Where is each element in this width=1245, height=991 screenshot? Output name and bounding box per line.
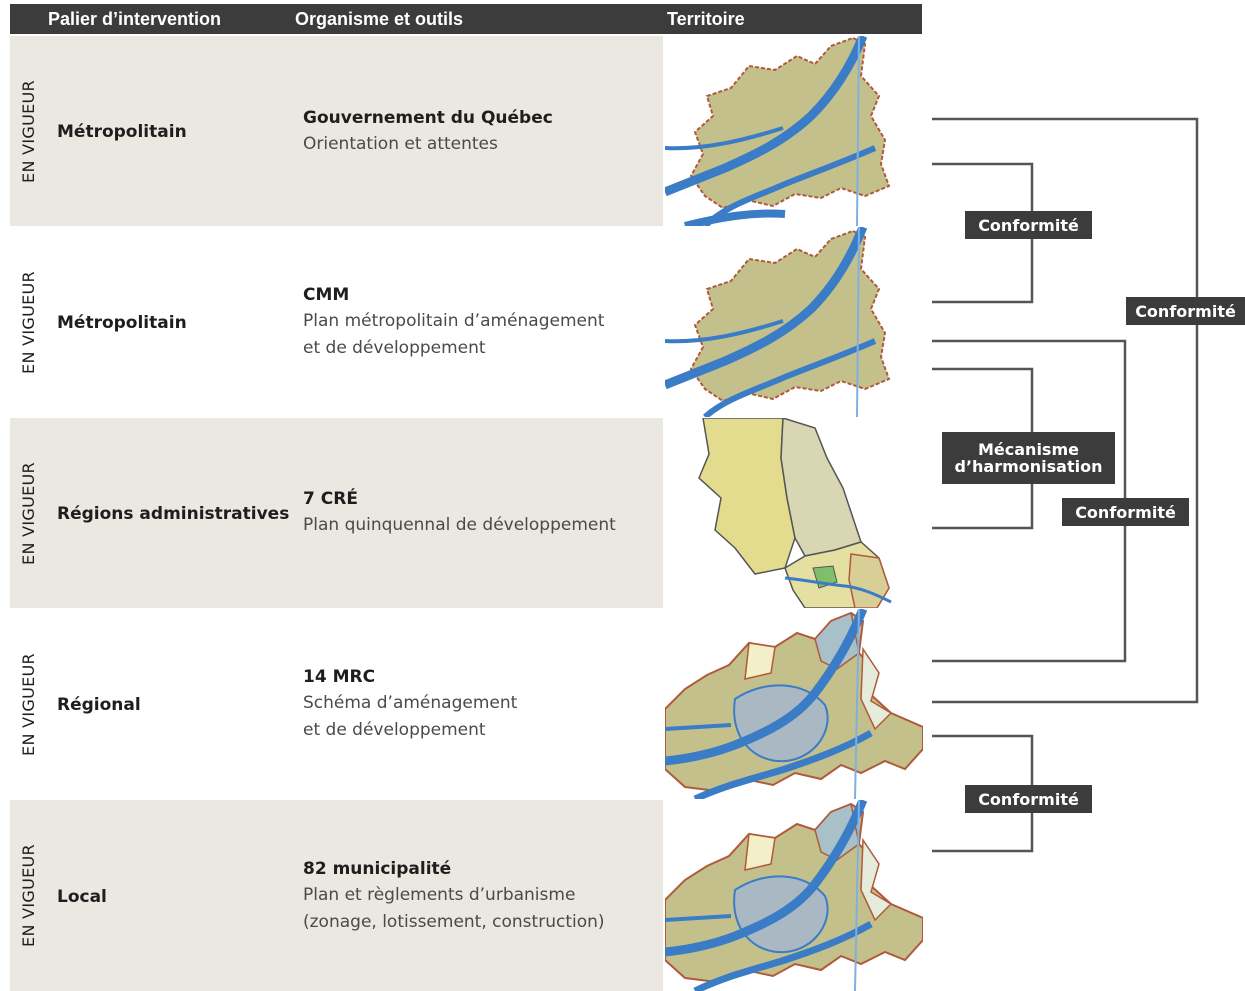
tool-line: Schéma d’aménagement	[303, 693, 518, 713]
conformite-badge: Conformité	[965, 785, 1092, 813]
organisme-block: 7 CRÉ Plan quinquennal de développement	[303, 486, 658, 539]
palier-label: Métropolitain	[57, 313, 187, 333]
harmonisation-line: d’harmonisation	[954, 457, 1103, 476]
organisme-block: 82 municipalité Plan et règlements d’urb…	[303, 856, 658, 936]
palier-label: Régions administratives	[57, 504, 290, 524]
table-row: EN VIGUEUR Local 82 municipalité Plan et…	[10, 800, 663, 991]
palier-label: Métropolitain	[57, 122, 187, 142]
table-row: EN VIGUEUR Régional 14 MRC Schéma d’amén…	[10, 609, 663, 799]
header-territoire: Territoire	[667, 9, 745, 29]
tool-line: Plan métropolitain d’aménagement	[303, 311, 605, 331]
mrc-map	[665, 609, 923, 799]
metropolitan-map	[665, 227, 923, 417]
organisme-name: 7 CRÉ	[303, 489, 358, 509]
organisme-name: CMM	[303, 285, 350, 305]
tool-line: Plan quinquennal de développement	[303, 515, 616, 535]
table-row: EN VIGUEUR Régions administratives 7 CRÉ…	[10, 418, 663, 608]
table-row: EN VIGUEUR Métropolitain CMM Plan métrop…	[10, 227, 663, 417]
header-palier: Palier d’intervention	[48, 9, 222, 29]
conformite-badge: Conformité	[1062, 498, 1189, 526]
tool-line: Plan et règlements d’urbanisme	[303, 885, 576, 905]
harmonisation-badge: Mécanisme d’harmonisation	[942, 432, 1115, 484]
organisme-block: CMM Plan métropolitain d’aménagement et …	[303, 282, 658, 362]
tool-line: Orientation et attentes	[303, 134, 498, 154]
table-header: Palier d’intervention Organisme et outil…	[10, 4, 922, 34]
harmonisation-line: Mécanisme	[978, 440, 1079, 459]
organisme-block: Gouvernement du Québec Orientation et at…	[303, 105, 658, 158]
metropolitan-map	[665, 36, 923, 226]
organisme-block: 14 MRC Schéma d’aménagement et de dévelo…	[303, 664, 658, 744]
organisme-name: Gouvernement du Québec	[303, 108, 553, 128]
palier-label: Local	[57, 887, 107, 907]
table-row: EN VIGUEUR Métropolitain Gouvernement du…	[10, 36, 663, 226]
tool-line: (zonage, lotissement, construction)	[303, 912, 605, 932]
conformite-badge: Conformité	[965, 211, 1092, 239]
conformite-badge: Conformité	[1126, 297, 1245, 325]
organisme-name: 82 municipalité	[303, 859, 452, 879]
organisme-name: 14 MRC	[303, 667, 376, 687]
administrative-regions-map	[665, 418, 923, 608]
tool-line: et de développement	[303, 720, 486, 740]
municipal-map	[665, 800, 923, 991]
header-organisme: Organisme et outils	[295, 9, 464, 29]
palier-label: Régional	[57, 695, 141, 715]
tool-line: et de développement	[303, 338, 486, 358]
